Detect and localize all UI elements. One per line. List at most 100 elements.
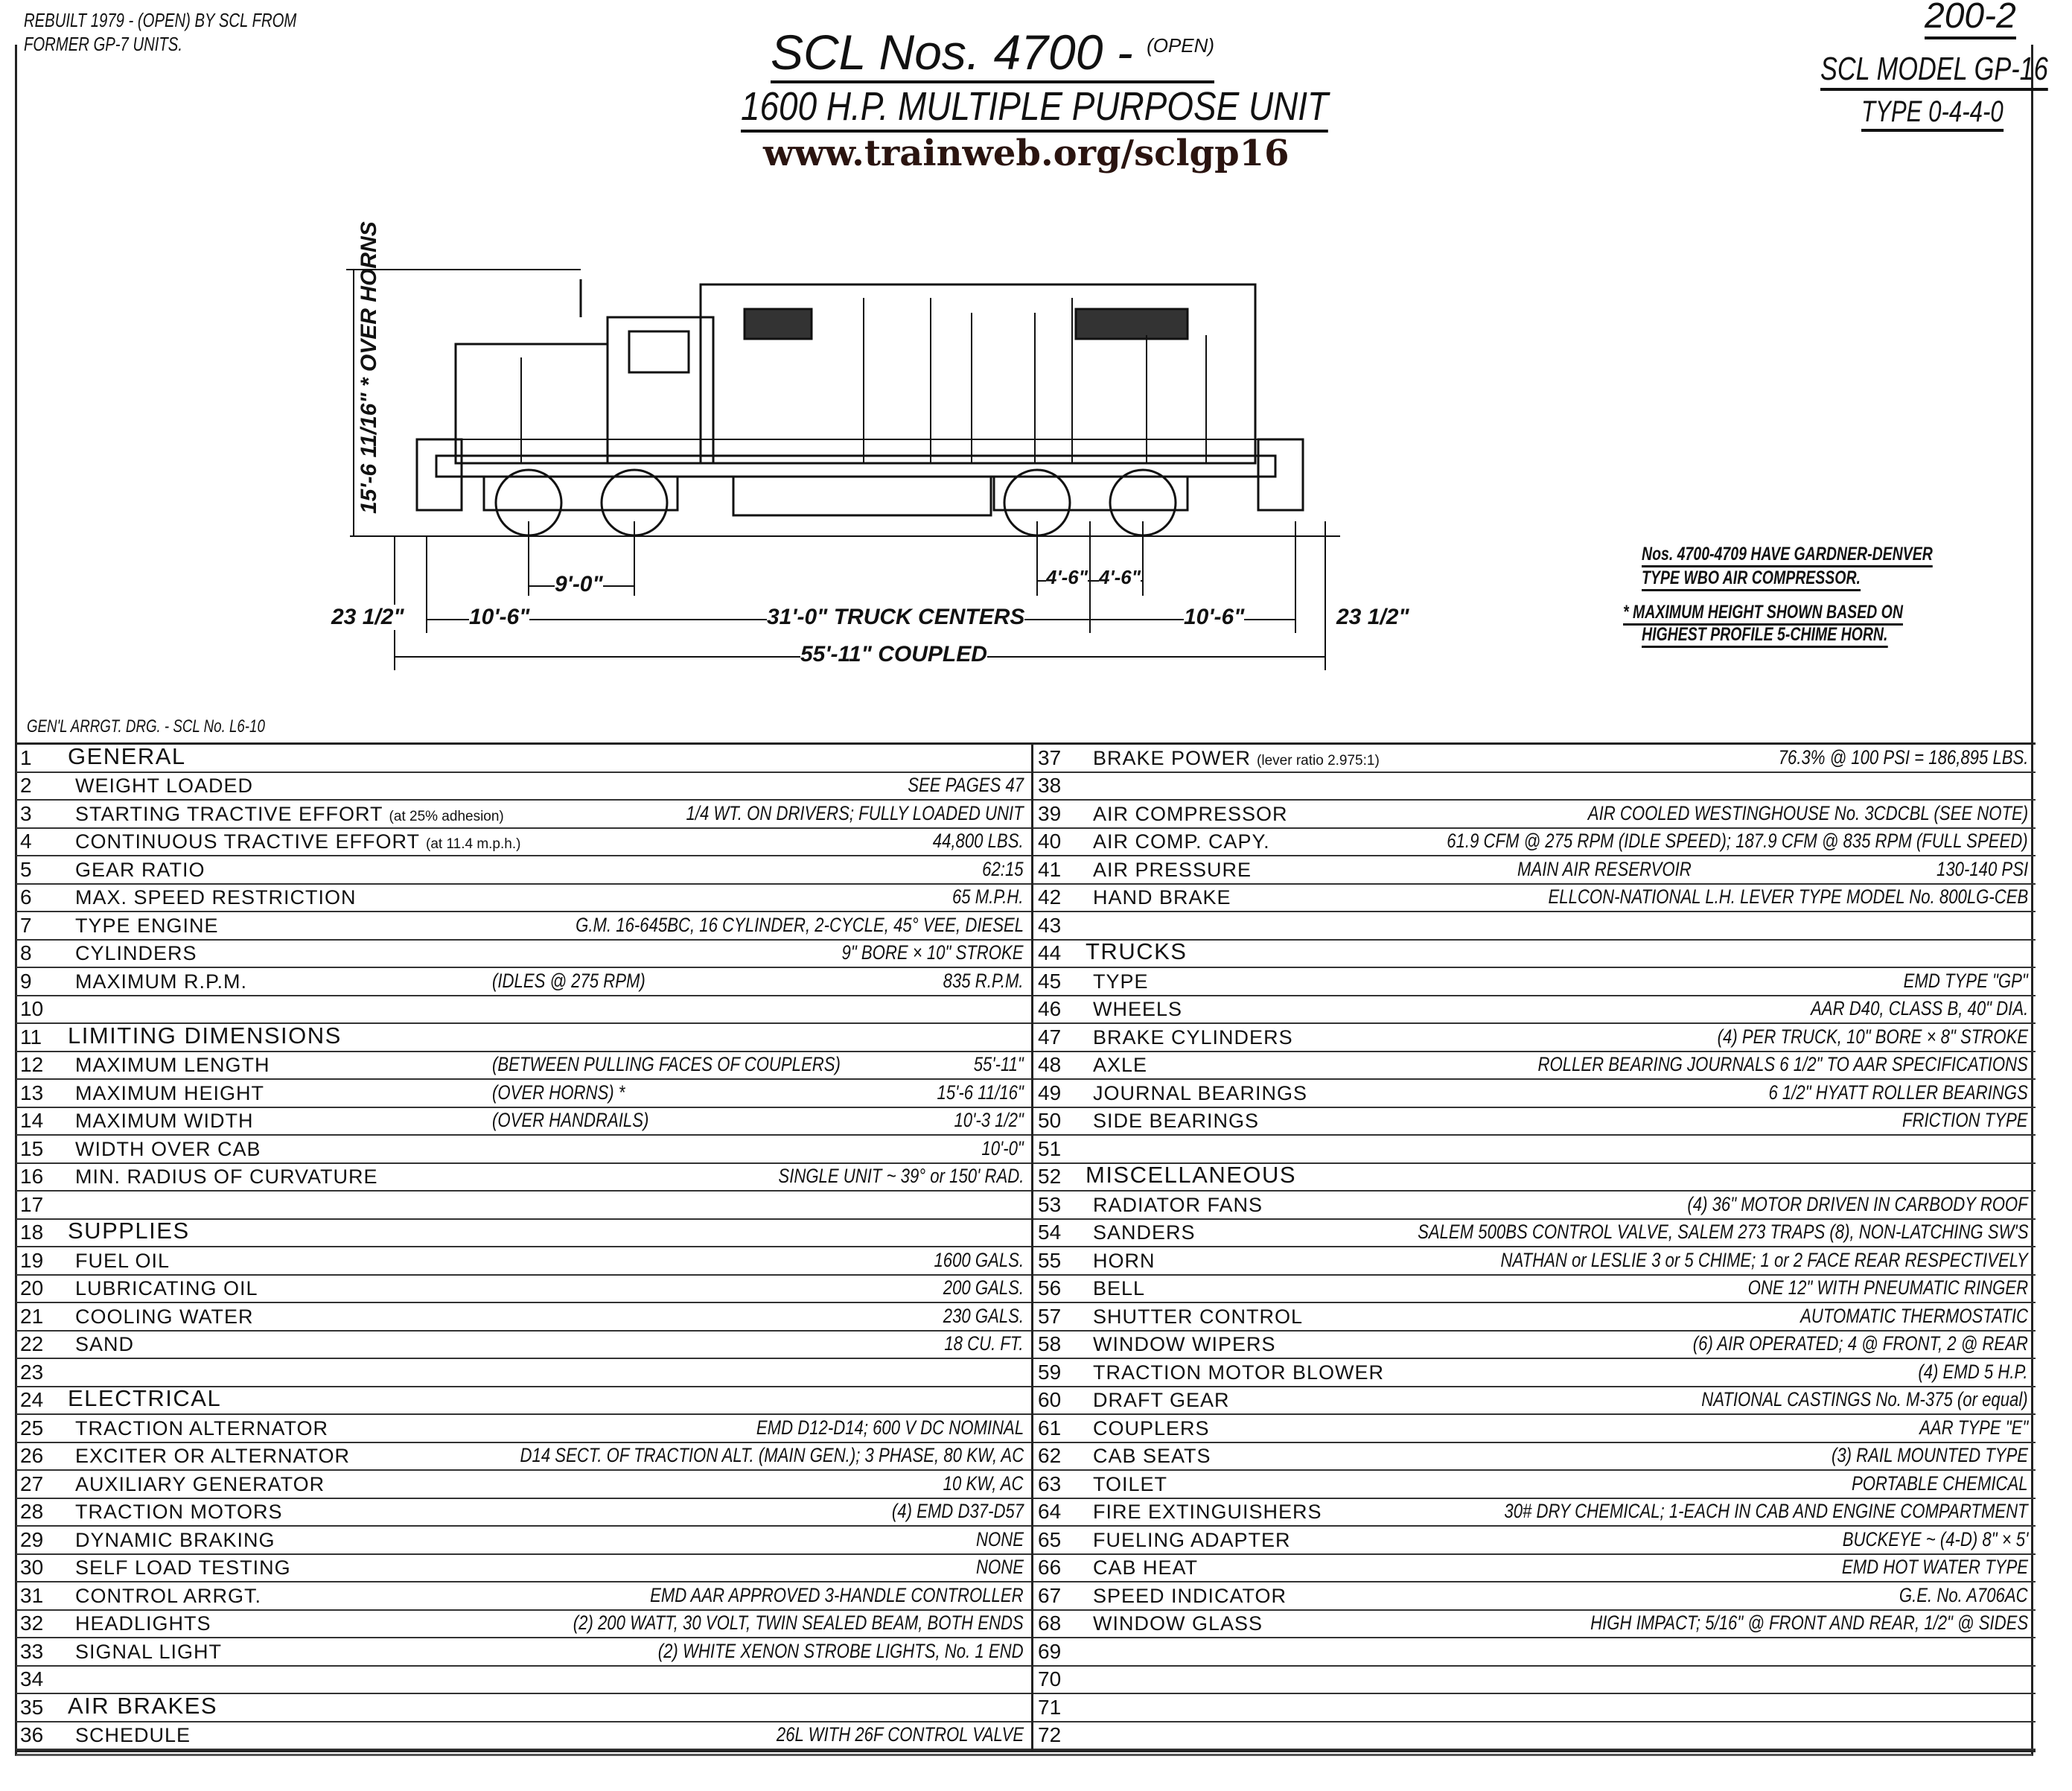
spec-value: 10'-3 1/2": [954, 1109, 1024, 1131]
spec-label: AUXILIARY GENERATOR: [75, 1473, 325, 1496]
label-text: AUXILIARY GENERATOR: [75, 1472, 325, 1495]
label-text: AIR COMPRESSOR: [1093, 802, 1288, 825]
row-number: 8: [20, 941, 32, 964]
spec-label: CYLINDERS: [75, 942, 197, 965]
label-text: HEADLIGHTS: [75, 1612, 211, 1635]
spec-label: TRACTION ALTERNATOR: [75, 1417, 328, 1440]
row-number: 60: [1038, 1388, 1062, 1411]
label-text: EXCITER OR ALTERNATOR: [75, 1445, 351, 1467]
label-text: HORN: [1093, 1249, 1155, 1272]
pilot-rear: [1257, 438, 1304, 512]
label-text: TRACTION MOTOR BLOWER: [1093, 1361, 1385, 1384]
label-text: MIN. RADIUS OF CURVATURE: [75, 1165, 378, 1188]
spec-row: 23: [16, 1359, 1031, 1387]
spec-value: SEE PAGES 47: [908, 774, 1024, 796]
row-number: 58: [1038, 1332, 1062, 1355]
spec-label: BRAKE POWER(lever ratio 2.975:1): [1093, 747, 1380, 770]
row-number: 53: [1038, 1192, 1062, 1216]
label-text: MISCELLANEOUS: [1086, 1162, 1297, 1188]
row-number: 59: [1038, 1360, 1062, 1384]
label-text: FUELING ADAPTER: [1093, 1528, 1291, 1551]
row-number: 35: [20, 1695, 44, 1719]
label-text: CAB SEATS: [1093, 1445, 1211, 1467]
row-number: 46: [1038, 997, 1062, 1020]
label-text: GENERAL: [68, 742, 186, 769]
spec-value: 10'-0": [981, 1136, 1024, 1159]
row-number: 28: [20, 1500, 44, 1523]
spec-label: DYNAMIC BRAKING: [75, 1529, 275, 1552]
spec-label: STARTING TRACTIVE EFFORT(at 25% adhesion…: [75, 803, 504, 826]
row-number: 50: [1038, 1109, 1062, 1132]
row-number: 52: [1038, 1165, 1062, 1188]
label-text: BRAKE CYLINDERS: [1093, 1025, 1293, 1049]
spec-label: FIRE EXTINGUISHERS: [1093, 1501, 1322, 1524]
spec-row: 52 MISCELLANEOUS: [1033, 1162, 2036, 1192]
source-url[interactable]: www.trainweb.org/sclgp16: [763, 133, 1290, 174]
row-number: 45: [1038, 969, 1062, 993]
spec-value: G.E. No. A706AC: [1899, 1583, 2028, 1606]
spec-label: MAXIMUM WIDTH: [75, 1110, 253, 1133]
row-number: 27: [20, 1472, 44, 1495]
row-number: 12: [20, 1053, 44, 1076]
label-text: AXLE: [1093, 1054, 1148, 1076]
truck-frame-front: [482, 475, 679, 512]
spec-label: CONTINUOUS TRACTIVE EFFORT(at 11.4 m.p.h…: [75, 830, 520, 853]
row-number: 3: [20, 801, 32, 825]
spec-label: SAND: [75, 1333, 134, 1356]
fuel-tank: [732, 475, 992, 517]
spec-label: CAB HEAT: [1093, 1556, 1198, 1580]
spec-value: 62:15: [982, 857, 1024, 880]
label-text: MAXIMUM LENGTH: [75, 1054, 270, 1076]
row-number: 72: [1038, 1723, 1062, 1746]
spec-value: (2) WHITE XENON STROBE LIGHTS, No. 1 END: [658, 1639, 1024, 1662]
spec-label: FUELING ADAPTER: [1093, 1529, 1291, 1552]
label-text: GEAR RATIO: [75, 858, 205, 881]
row-number: 71: [1038, 1695, 1062, 1719]
spec-row: 34: [16, 1667, 1031, 1694]
row-number: 63: [1038, 1472, 1062, 1495]
spec-row: 59 TRACTION MOTOR BLOWER (4) EMD 5 H.P.: [1033, 1359, 2036, 1387]
spec-label: LUBRICATING OIL: [75, 1277, 258, 1300]
spec-value: (4) EMD 5 H.P.: [1918, 1360, 2028, 1383]
label-text: SCHEDULE: [75, 1724, 191, 1746]
spec-qualifier: (BETWEEN PULLING FACES OF COUPLERS): [492, 1053, 841, 1075]
radiator-grille-rear: [1074, 308, 1189, 340]
end-dimension-right: 10'-6": [1184, 605, 1245, 630]
row-number: 30: [20, 1556, 44, 1579]
spec-value: NATIONAL CASTINGS No. M-375 (or equal): [1701, 1388, 2028, 1410]
spec-label: GEAR RATIO: [75, 859, 205, 882]
height-dimension: 15'-6 11/16" * OVER HORNS: [357, 221, 381, 514]
row-number: 67: [1038, 1583, 1062, 1607]
cab: [606, 316, 715, 465]
row-number: 10: [20, 997, 44, 1020]
label-text: WHEELS: [1093, 998, 1183, 1020]
label-text: ELECTRICAL: [68, 1385, 222, 1411]
spec-value: 1/4 WT. ON DRIVERS; FULLY LOADED UNIT: [686, 801, 1024, 824]
underframe: [435, 454, 1277, 478]
row-number: 57: [1038, 1304, 1062, 1328]
label-text: CONTROL ARRGT.: [75, 1584, 262, 1607]
pilot-front: [415, 438, 463, 512]
label-text: LIMITING DIMENSIONS: [68, 1022, 342, 1049]
label-text: DYNAMIC BRAKING: [75, 1528, 275, 1551]
label-text: WINDOW WIPERS: [1093, 1333, 1276, 1355]
label-text: AIR COMP. CAPY.: [1093, 830, 1270, 853]
spec-row: 69: [1033, 1638, 2036, 1667]
spec-label: WEIGHT LOADED: [75, 774, 253, 798]
spec-row: 12 MAXIMUM LENGTH (BETWEEN PULLING FACES O…: [16, 1052, 1031, 1080]
spec-label: TRACTION MOTORS: [75, 1501, 283, 1524]
